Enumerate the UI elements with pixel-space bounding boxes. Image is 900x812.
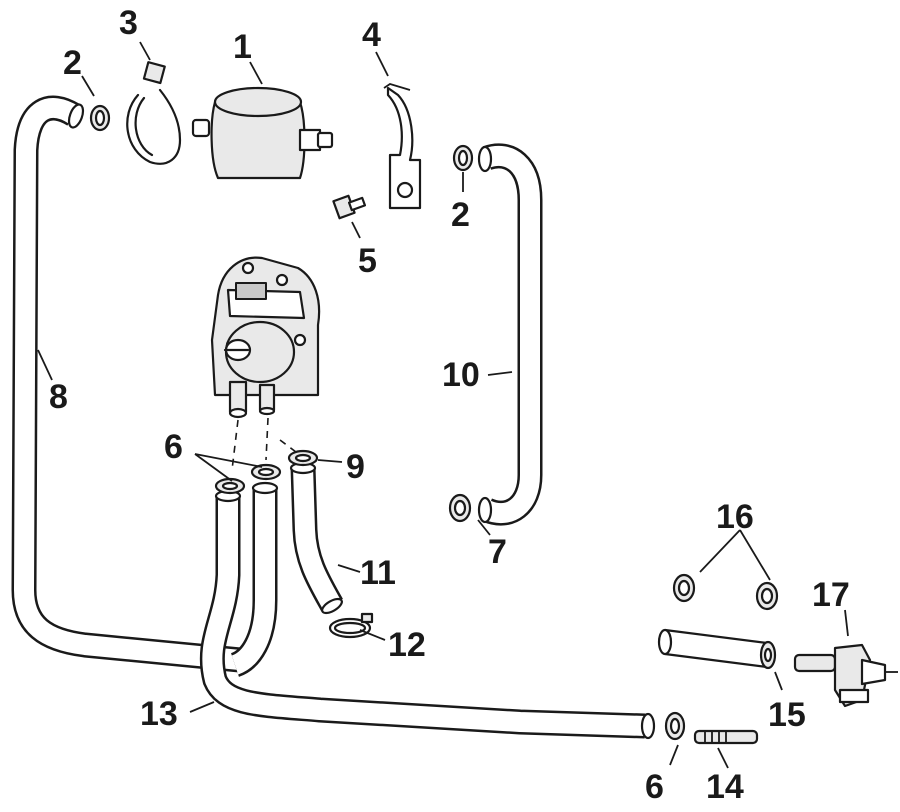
- callout-2: 2: [451, 196, 470, 234]
- callout-16: 16: [716, 498, 754, 536]
- connector-14: [693, 729, 759, 745]
- callout-6: 6: [164, 428, 183, 466]
- filter-bracket: [383, 83, 422, 210]
- clamp-2-right: [452, 144, 474, 172]
- callout-8: 8: [49, 378, 68, 416]
- clamp-2-left: [89, 104, 111, 132]
- hose-15: [657, 628, 777, 670]
- clamp-16-b: [755, 581, 779, 611]
- clamp-12: [328, 612, 374, 639]
- clamp-6-bottom: [664, 711, 686, 741]
- hose-8: [11, 95, 242, 673]
- callout-9: 9: [346, 448, 365, 486]
- clamp-7: [448, 493, 472, 523]
- callout-2: 2: [63, 44, 82, 82]
- callout-6: 6: [645, 768, 664, 806]
- callout-17: 17: [812, 576, 850, 614]
- callout-10: 10: [442, 356, 480, 394]
- fuel-pump: [210, 256, 321, 471]
- callout-4: 4: [362, 16, 381, 54]
- hose-13: [199, 489, 656, 740]
- clamp-6-b: [250, 463, 282, 481]
- hose-10: [477, 143, 543, 526]
- leader-lines: [37, 41, 849, 769]
- fuel-filter: [191, 86, 334, 180]
- clamp-16-a: [672, 573, 696, 603]
- clamp-6-a: [214, 477, 246, 495]
- callout-1: 1: [233, 28, 252, 66]
- callout-12: 12: [388, 626, 426, 664]
- callout-11: 11: [360, 554, 396, 592]
- screw-5: [332, 194, 367, 220]
- filter-strap: [126, 61, 182, 165]
- hose-11: [289, 461, 343, 615]
- callout-5: 5: [358, 242, 377, 280]
- callout-7: 7: [488, 533, 507, 571]
- callout-13: 13: [140, 695, 178, 733]
- callout-3: 3: [119, 4, 138, 42]
- hose-middle: [229, 481, 279, 677]
- callout-15: 15: [768, 696, 806, 734]
- callout-14: 14: [706, 768, 744, 806]
- clamp-9: [287, 449, 319, 467]
- fitting-17: [793, 643, 898, 708]
